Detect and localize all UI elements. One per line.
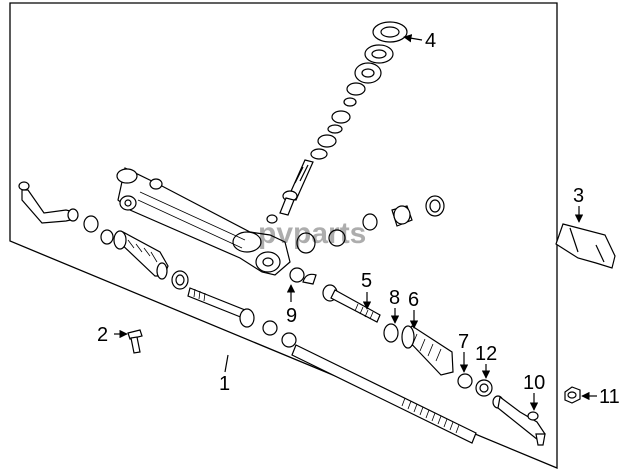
- callout-1: 1: [219, 373, 230, 395]
- right-boot: [401, 325, 454, 376]
- callout-12: 12: [475, 343, 497, 365]
- housing-seals: [296, 195, 445, 254]
- nut: [564, 386, 581, 404]
- watermark: pvparts: [258, 217, 366, 250]
- callout-6: 6: [408, 289, 419, 311]
- rack-housing: [116, 167, 291, 276]
- callout-11: 11: [599, 386, 620, 408]
- left-boot-assembly: [83, 215, 189, 290]
- callout-7: 7: [458, 331, 469, 353]
- right-inner-tie-rod: [322, 284, 399, 343]
- callout-2: 2: [97, 324, 108, 346]
- callout-9: 9: [286, 305, 297, 327]
- callout-8: 8: [389, 287, 400, 309]
- left-inner-tie-rod: [187, 287, 297, 348]
- bolt: [127, 329, 143, 354]
- lock-washer: [289, 267, 317, 285]
- callout-10: 10: [523, 372, 545, 394]
- right-tie-rod-end: [492, 395, 546, 446]
- rack-bar: [291, 344, 477, 444]
- assembly-boundary: [9, 2, 558, 469]
- mounting-bracket: [555, 223, 616, 269]
- pinion-valve-stack: [279, 21, 408, 216]
- left-tie-rod-end: [18, 181, 79, 224]
- callout-3: 3: [573, 185, 584, 207]
- callout-5: 5: [361, 270, 372, 292]
- leader-lines: [114, 34, 597, 411]
- callout-4: 4: [425, 30, 436, 52]
- boot-clamp: [457, 373, 473, 389]
